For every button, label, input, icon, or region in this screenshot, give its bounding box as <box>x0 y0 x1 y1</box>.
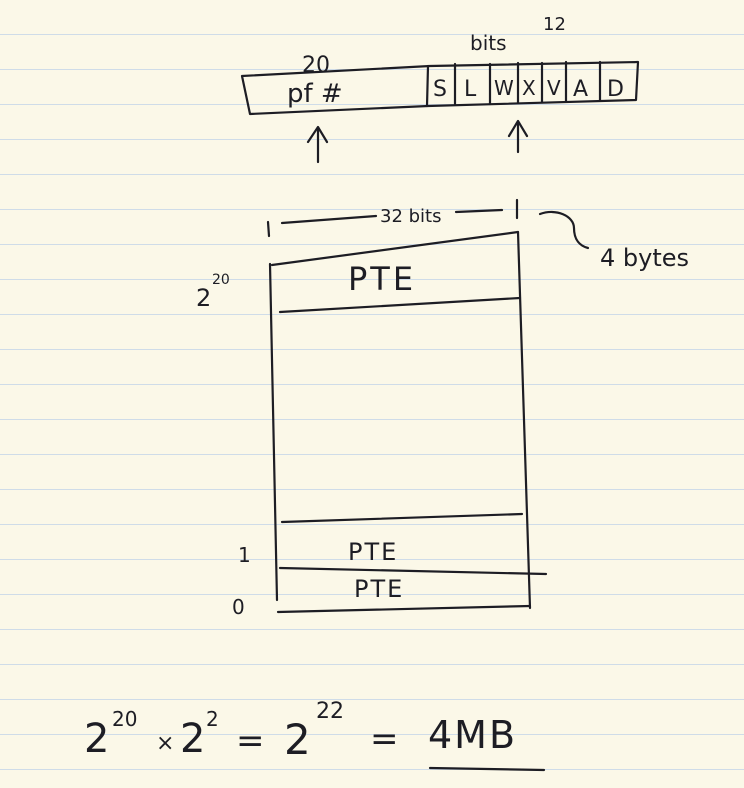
bit-w: W <box>494 76 514 100</box>
table-left-edge <box>268 262 279 602</box>
size-label: 4 bytes <box>600 244 689 272</box>
calc-exp-1: 20 <box>112 707 137 731</box>
calc-exp-2: 2 <box>206 707 219 731</box>
calc-times: × <box>156 731 174 756</box>
entries-exponent: 20 <box>212 272 230 288</box>
entry-0-index: 0 <box>232 595 245 619</box>
width-line-right <box>454 208 504 214</box>
calc-result: 4MB <box>428 713 517 757</box>
size-brace <box>538 210 590 250</box>
bits-label: bits <box>470 31 507 55</box>
entries-base: 2 <box>196 284 211 312</box>
bit-d: D <box>607 77 624 102</box>
arrow-up-icon <box>306 125 329 164</box>
calc-equals-2: = <box>370 719 399 759</box>
width-label: 32 bits <box>380 206 442 227</box>
arrow-up-icon <box>507 119 529 154</box>
pte-entry-bar: 20 pf # S L W X V A D bits 12 <box>240 14 640 164</box>
size-calculation: 2 20 × 2 2 = 2 22 = 4MB <box>84 699 546 772</box>
bit-v: V <box>547 76 561 100</box>
bit-x: X <box>522 76 536 100</box>
calc-exp-3: 22 <box>316 699 344 724</box>
bit-s: S <box>433 77 447 102</box>
calc-equals-1: = <box>236 721 265 761</box>
pte-entry-outline <box>240 60 640 116</box>
bits-count-label: 12 <box>543 14 566 35</box>
calc-base-2: 2 <box>180 716 205 762</box>
flags-divider <box>425 64 430 108</box>
entry-1-index: 1 <box>238 543 251 567</box>
page-table: 32 bits 4 bytes 2 20 PTE PTE PTE 1 0 <box>196 198 689 619</box>
result-underline <box>428 766 546 772</box>
table-right-edge <box>516 230 532 610</box>
width-tick-left <box>266 220 271 238</box>
table-bottom-edge <box>276 604 532 614</box>
row-divider <box>278 296 522 314</box>
pfn-width-label: 20 <box>302 53 330 78</box>
pte-entry-1: PTE <box>348 538 398 566</box>
row-divider <box>278 566 548 576</box>
pte-entry-0: PTE <box>354 575 404 603</box>
bit-a: A <box>573 77 588 102</box>
table-top-edge <box>270 230 520 267</box>
pfn-label: pf # <box>287 79 343 109</box>
width-line-left <box>280 214 378 225</box>
top-pte-label: PTE <box>348 260 416 298</box>
bit-l: L <box>464 77 477 102</box>
calc-base-1: 2 <box>84 716 109 762</box>
calc-base-3: 2 <box>284 715 311 764</box>
row-divider <box>280 512 524 524</box>
